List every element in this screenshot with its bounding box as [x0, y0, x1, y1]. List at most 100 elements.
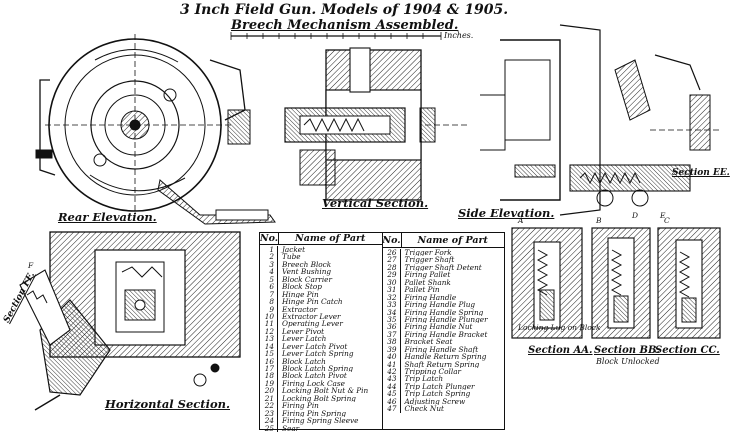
- part-name: Firing Pin: [282, 402, 319, 410]
- part-number: 21: [260, 394, 278, 403]
- table-row: 22 Firing Pin: [260, 402, 382, 410]
- part-number: 47: [383, 405, 401, 413]
- part-number: 38: [383, 338, 401, 346]
- part-number: 4: [260, 268, 278, 276]
- rear-elevation-label: Rear Elevation.: [58, 210, 157, 224]
- section-letter-a: A: [518, 216, 524, 225]
- section-cc: [657, 227, 721, 339]
- part-number: 39: [383, 345, 401, 354]
- parts-table-header: No. Name of Part: [260, 233, 382, 245]
- part-number: 27: [383, 256, 401, 264]
- table-row: 18 Block Latch Pivot: [260, 372, 382, 380]
- side-elevation-view: [480, 24, 720, 216]
- part-name: Lever Pivot: [282, 327, 325, 336]
- part-name: Block Latch Pivot: [282, 372, 347, 380]
- part-name: Bracket Seat: [404, 338, 453, 346]
- part-name: Sear: [282, 424, 300, 432]
- part-number: 26: [383, 249, 401, 257]
- scale-label: Inches.: [444, 31, 474, 40]
- part-name: Extractor Lever: [282, 312, 341, 321]
- part-name: Firing Handle Plunger: [404, 315, 488, 324]
- part-number: 9: [260, 305, 278, 313]
- section-bb: [591, 227, 651, 339]
- part-name: Firing Handle: [404, 293, 457, 302]
- part-number: 29: [383, 271, 401, 279]
- part-number: 7: [260, 290, 278, 299]
- horizontal-section-label: Horizontal Section.: [105, 397, 231, 411]
- part-number: 16: [260, 357, 278, 365]
- side-elevation-label: Side Elevation.: [458, 206, 555, 220]
- part-name: Block Latch Spring: [282, 365, 354, 373]
- section-letter-d: D: [632, 211, 639, 220]
- part-name: Trip Latch Spring: [404, 390, 471, 398]
- section-letter-b: B: [596, 216, 602, 225]
- part-name: Firing Spring Sleeve: [282, 417, 359, 425]
- table-row: 24 Firing Spring Sleeve: [260, 417, 382, 425]
- part-name: Lever Latch Pivot: [282, 342, 348, 351]
- part-name: Pallet Pin: [404, 286, 440, 294]
- part-name: Locking Bolt Nut & Pin: [282, 387, 369, 395]
- part-number: 41: [383, 360, 401, 368]
- part-name: Trigger Shaft Detent: [404, 263, 482, 272]
- name-header: Name of Part: [295, 233, 366, 244]
- part-name: Adjusting Screw: [404, 397, 466, 406]
- part-number: 46: [383, 397, 401, 406]
- part-number: 19: [260, 379, 278, 388]
- part-name: Breech Block: [282, 260, 332, 269]
- part-name: Firing Handle Bracket: [404, 330, 488, 339]
- part-number: 45: [383, 390, 401, 398]
- part-number: 37: [383, 330, 401, 339]
- part-number: 18: [260, 372, 278, 380]
- drawing-title: 3 Inch Field Gun. Models of 1904 & 1905.: [180, 2, 509, 18]
- part-number: 24: [260, 417, 278, 425]
- part-number: 3: [260, 260, 278, 269]
- part-number: 10: [260, 312, 278, 321]
- part-name: Lever Latch Spring: [282, 350, 354, 358]
- part-name: Trigger Fork: [404, 249, 452, 257]
- parts-table-header: No. Name of Part: [382, 233, 504, 248]
- part-number: 42: [383, 368, 401, 376]
- part-number: 36: [383, 323, 401, 331]
- part-number: 22: [260, 402, 278, 410]
- part-name: Trip Latch: [404, 375, 444, 383]
- rear-elevation-view: [35, 34, 276, 225]
- no-header: No.: [382, 233, 402, 247]
- part-name: Block Stop: [282, 283, 322, 291]
- part-number: 12: [260, 327, 278, 336]
- part-number: 25: [260, 424, 278, 432]
- part-number: 40: [383, 353, 401, 361]
- part-number: 33: [383, 301, 401, 309]
- part-name: Lever Latch: [282, 335, 327, 343]
- part-name: Extractor: [282, 305, 318, 313]
